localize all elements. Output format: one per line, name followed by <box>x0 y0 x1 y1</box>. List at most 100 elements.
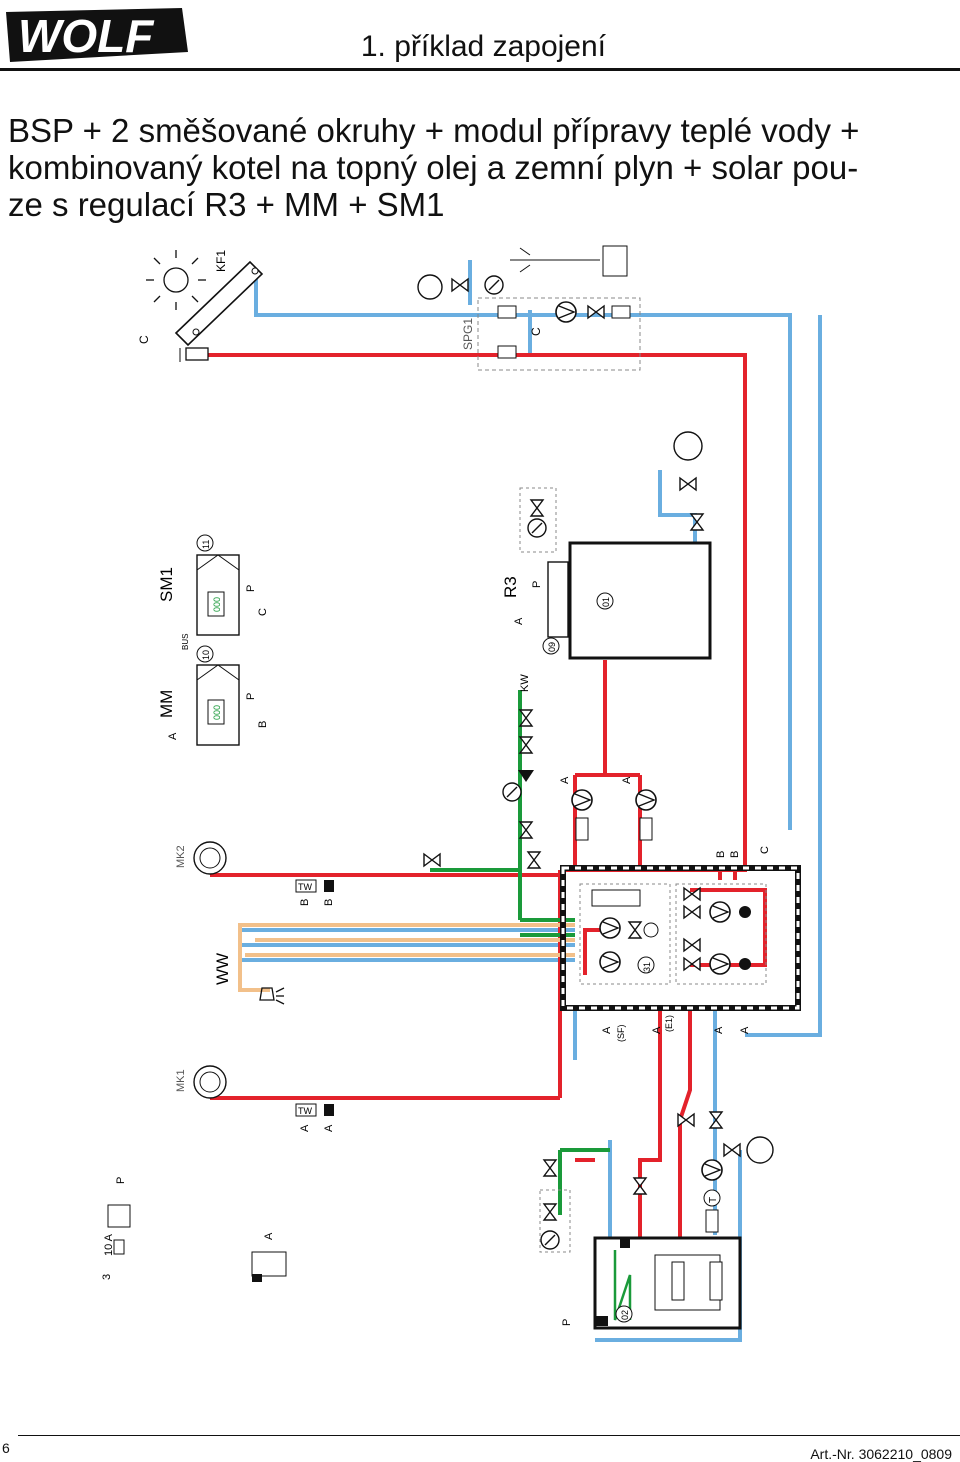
boiler-pump <box>701 1159 723 1181</box>
sm1-p: P <box>245 585 257 592</box>
mk1-pump <box>709 953 731 975</box>
sensor-c-label: C <box>137 335 151 344</box>
boiler-number: 02 <box>620 1310 630 1320</box>
kw-label: KW <box>519 674 531 692</box>
spg1-c-label: C <box>529 327 543 336</box>
mixer-module <box>675 883 767 985</box>
dhw-pump <box>599 917 621 939</box>
boiler-gauge <box>540 1230 560 1250</box>
storage-gauge <box>527 518 547 538</box>
r3-label: R3 <box>501 576 520 598</box>
circulation-pump <box>599 951 621 973</box>
footer-divider <box>18 1435 960 1436</box>
mk1-sensor <box>324 1104 334 1116</box>
storage-valve <box>690 513 704 531</box>
spg1-gauge <box>484 275 504 295</box>
title-line-2: kombinovaný kotel na topný olej a zemní … <box>8 149 859 186</box>
e1-label: (E1) <box>664 1015 674 1032</box>
boiler-safety-valve <box>543 1159 557 1177</box>
mk2-tw-label: TW <box>298 882 312 892</box>
boiler-heat-exchanger <box>613 1250 632 1321</box>
header-divider <box>0 68 960 71</box>
buffer-storage-01 <box>568 541 712 660</box>
logo-text: WOLF <box>18 10 155 62</box>
station-a2: A <box>651 1026 663 1034</box>
outdoor-sensor <box>251 1251 287 1277</box>
sm1-module: 000 11 <box>196 534 240 636</box>
r3-controller <box>547 561 569 638</box>
page-subtitle: 1. příklad zapojení <box>360 30 606 63</box>
station-a1: A <box>601 1026 613 1034</box>
station-b2: B <box>729 851 741 858</box>
solar-pump <box>555 301 577 323</box>
pump1-a: A <box>559 776 571 784</box>
r3-p: P <box>531 581 543 588</box>
boiler-control-panel <box>654 1254 721 1311</box>
phase-label: 3 <box>101 1274 113 1280</box>
solar-collecting-vessel <box>602 245 628 277</box>
boiler-expansion-valve <box>723 1143 741 1157</box>
mm-display: 000 <box>212 705 222 720</box>
mk2-sensor <box>324 880 334 892</box>
check-valve-2 <box>639 817 653 841</box>
mm-number: 10 <box>201 650 211 660</box>
boiler-expansion-vessel <box>746 1136 774 1164</box>
fuse <box>113 1239 125 1255</box>
title-line-3: ze s regulací R3 + MM + SM1 <box>8 186 445 223</box>
mk1-label: MK1 <box>175 1069 187 1092</box>
station-b1: B <box>715 851 727 858</box>
storage-pump-1 <box>571 789 593 811</box>
hydraulic-diagram: KF1 C SPG1 C SM1 MM 000 11 000 10 BUS P … <box>101 245 822 1342</box>
fresh-water-module <box>579 883 671 985</box>
boiler-p: P <box>561 1319 573 1326</box>
station-c: C <box>759 846 771 854</box>
safety-valve <box>530 499 544 517</box>
sun-icon <box>146 250 206 310</box>
pump2-a: A <box>621 776 633 784</box>
boiler-return-valve <box>633 1177 647 1195</box>
kw-gauge <box>502 782 522 802</box>
kf1-label: KF1 <box>214 250 228 272</box>
sm1-display: 000 <box>212 597 222 612</box>
spg1-fill-valve <box>451 278 469 292</box>
page-title: BSP + 2 směšované okruhy + modul příprav… <box>8 112 948 223</box>
check-valve-1 <box>575 817 589 841</box>
mk1-tw-label: TW <box>298 1106 312 1116</box>
plate-heat-exchanger <box>591 889 641 907</box>
spg1-check-valve-2 <box>497 345 517 359</box>
mk2-mixer-motor <box>739 906 751 918</box>
shower-icon <box>259 987 285 1005</box>
bus-label: BUS <box>181 634 190 650</box>
module-number: 31 <box>642 962 652 972</box>
mk1-a1: A <box>299 1124 311 1132</box>
mk2-b1: B <box>299 899 311 906</box>
spg1-check-valve <box>497 305 517 319</box>
ww-safety-valve <box>423 853 441 867</box>
page-number: 6 <box>2 1440 10 1456</box>
mk2-radiator <box>193 841 227 875</box>
article-number: Art.-Nr. 3062210_0809 <box>810 1446 952 1462</box>
mm-b: B <box>257 721 269 728</box>
boiler-valve-2 <box>709 1111 723 1129</box>
mm-module: 000 10 <box>196 645 240 746</box>
fuse-label: 10 A <box>103 1233 115 1256</box>
wolf-logo: WOLF <box>6 6 188 64</box>
sm1-label: SM1 <box>157 567 176 602</box>
emergency-switch <box>107 1204 131 1228</box>
title-line-1: BSP + 2 směšované okruhy + modul příprav… <box>8 112 860 149</box>
solar-expansion-vessel <box>417 274 443 300</box>
heating-expansion-vessel <box>673 431 703 461</box>
r3-a: A <box>513 617 525 625</box>
boiler-valve <box>677 1113 695 1127</box>
switch-p: P <box>115 1177 127 1184</box>
r3-number: 09 <box>547 642 557 652</box>
outdoor-a: A <box>263 1232 275 1240</box>
mk1-valve <box>683 938 701 952</box>
mk1-valve-2 <box>683 957 701 971</box>
kw-valve-4 <box>527 851 541 869</box>
spg1-station <box>477 297 641 371</box>
sm1-number: 11 <box>201 540 211 549</box>
station-a3: A <box>713 1026 725 1034</box>
boiler-check-valve <box>705 1209 719 1233</box>
mk1-radiator <box>193 1065 227 1099</box>
